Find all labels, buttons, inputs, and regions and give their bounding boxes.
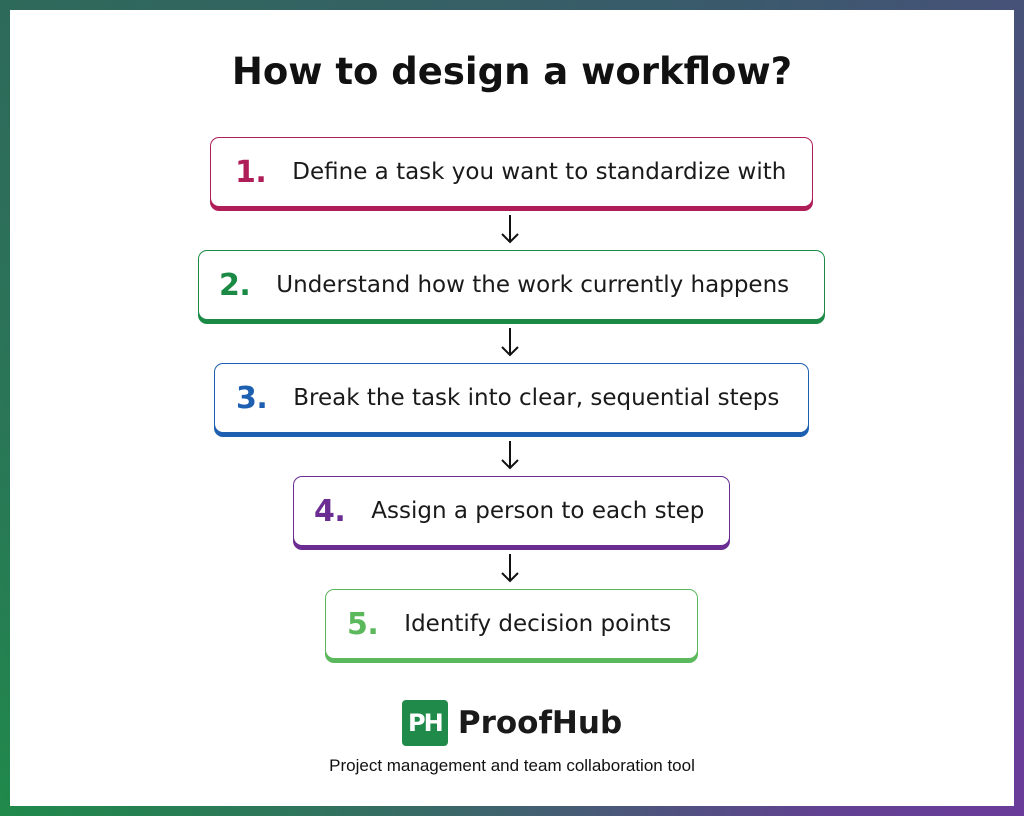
step-3: 3. Break the task into clear, sequential… bbox=[214, 363, 809, 433]
step-number: 2. bbox=[219, 267, 251, 303]
brand-name: ProofHub bbox=[457, 705, 623, 741]
step-label: Define a task you want to standardize wi… bbox=[292, 159, 787, 185]
arrow-down-icon bbox=[501, 215, 519, 244]
proofhub-logo: PH bbox=[401, 700, 448, 746]
step-label: Understand how the work currently happen… bbox=[276, 272, 790, 298]
arrow-down-icon bbox=[501, 554, 519, 583]
step-number: 1. bbox=[235, 154, 267, 190]
arrow-down-icon bbox=[501, 441, 519, 470]
step-number: 3. bbox=[236, 380, 268, 416]
step-2: 2. Understand how the work currently hap… bbox=[198, 250, 825, 320]
step-number: 5. bbox=[347, 606, 379, 642]
step-label: Assign a person to each step bbox=[371, 498, 705, 524]
card: How to design a workflow? 1. Define a ta… bbox=[10, 10, 1014, 806]
step-5: 5. Identify decision points bbox=[325, 589, 698, 659]
page-title: How to design a workflow? bbox=[231, 50, 793, 93]
step-number: 4. bbox=[314, 493, 346, 529]
step-label: Break the task into clear, sequential st… bbox=[293, 385, 780, 411]
step-4: 4. Assign a person to each step bbox=[293, 476, 730, 546]
tagline: Project management and team collaboratio… bbox=[329, 756, 695, 775]
arrow-down-icon bbox=[501, 328, 519, 357]
step-label: Identify decision points bbox=[404, 611, 672, 637]
brand: PH ProofHub bbox=[10, 700, 1014, 746]
step-1: 1. Define a task you want to standardize… bbox=[210, 137, 813, 207]
